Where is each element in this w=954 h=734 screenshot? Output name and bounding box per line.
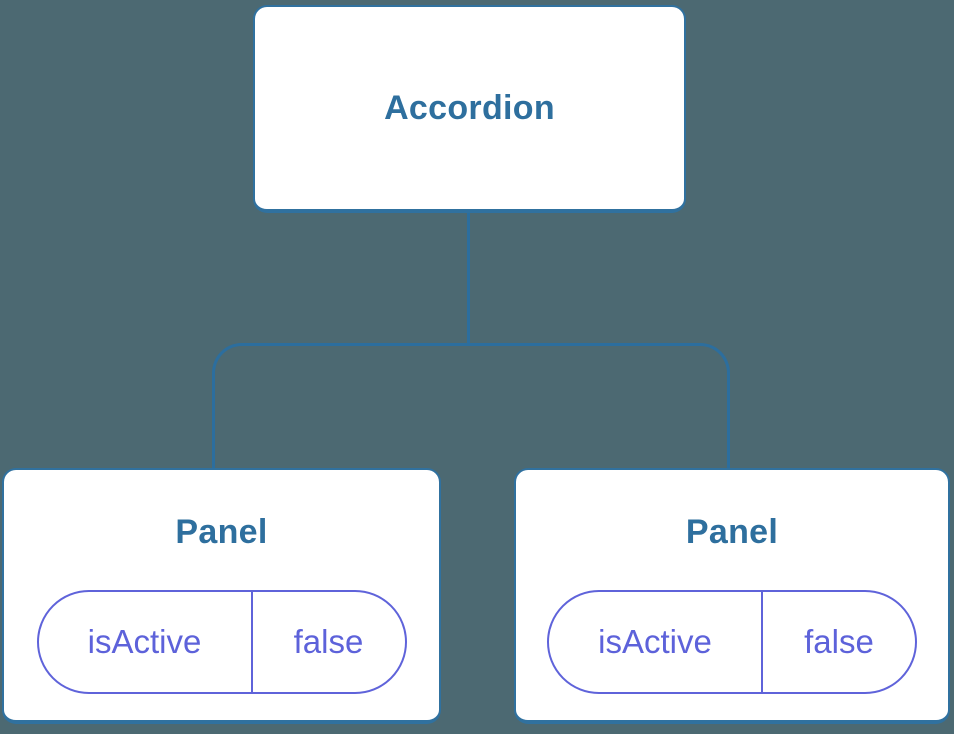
- panel-node-right: Panel isActive false: [514, 468, 950, 724]
- state-name: isActive: [39, 592, 253, 692]
- panel-node-label: Panel: [175, 513, 268, 551]
- panel-node-label: Panel: [685, 513, 779, 551]
- panel-node-left: Panel isActive false: [2, 468, 441, 724]
- root-node-label: Accordion: [384, 88, 555, 127]
- connector-branches: [212, 343, 730, 471]
- state-value: false: [804, 623, 874, 660]
- state-pill: isActive false: [36, 590, 407, 694]
- root-node-accordion: Accordion: [253, 5, 686, 213]
- connector-stem: [467, 211, 470, 345]
- state-name: isActive: [549, 592, 763, 692]
- state-value: false: [293, 623, 364, 660]
- state-pill: isActive false: [547, 590, 917, 694]
